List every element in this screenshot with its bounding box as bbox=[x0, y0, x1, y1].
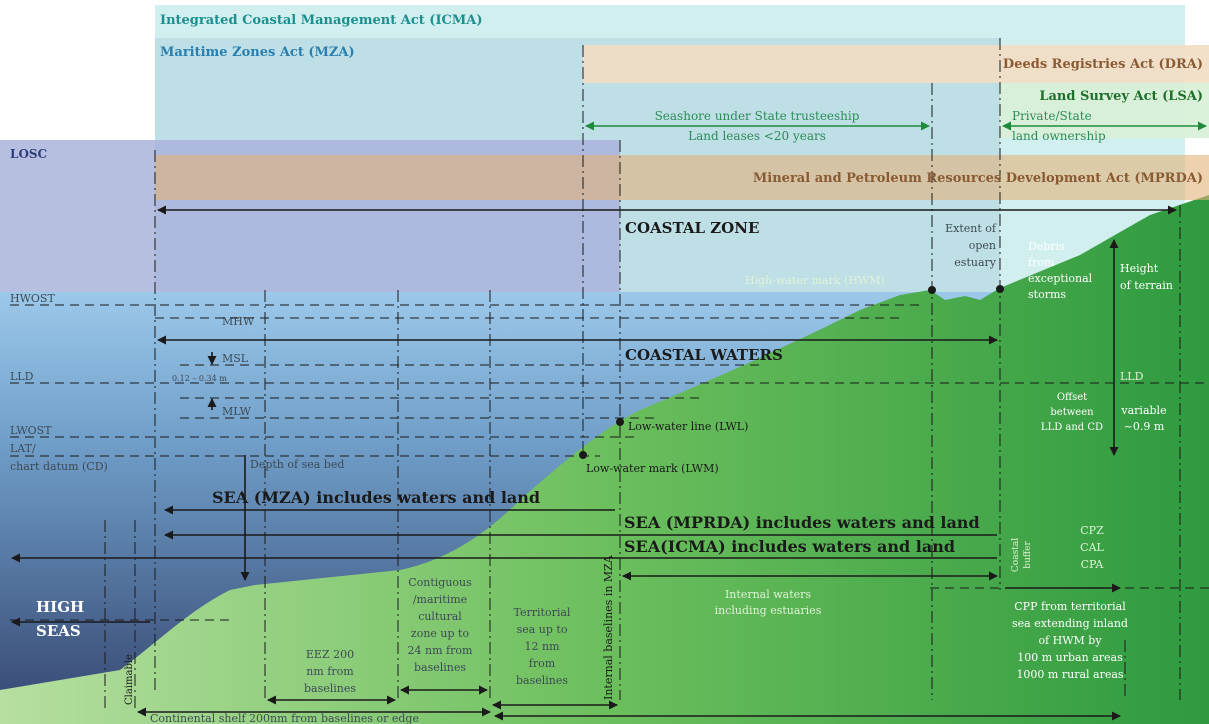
internal-baselines-label: Internal baselines in MZA bbox=[602, 554, 615, 700]
variable-line: ~0.9 m bbox=[1124, 420, 1165, 433]
mprda-band bbox=[155, 155, 1209, 200]
offset-line: LLD and CD bbox=[1041, 422, 1103, 433]
high-seas-line2: SEAS bbox=[36, 622, 81, 640]
mlw-label: MLW bbox=[222, 405, 252, 418]
msl-range-label: 0.12 – 0.34 m bbox=[172, 374, 227, 383]
debris-line: exceptional bbox=[1028, 272, 1093, 285]
internal_waters-line: Internal waters bbox=[725, 588, 811, 601]
debris-line: from bbox=[1028, 256, 1055, 269]
eez-line: baselines bbox=[304, 682, 356, 695]
territorial-line: from bbox=[529, 657, 556, 670]
lwm-dot bbox=[579, 451, 587, 459]
territorial-line: Territorial bbox=[514, 606, 571, 619]
cpp-line: 1000 m rural areas bbox=[1016, 668, 1123, 681]
coastal_buffer-line: Coastal bbox=[1011, 538, 1021, 572]
cpp-line: 100 m urban areas bbox=[1017, 651, 1123, 664]
lwl-dot bbox=[616, 418, 624, 426]
sea-icma-label: SEA(ICMA) includes waters and land bbox=[624, 537, 955, 556]
land-profile bbox=[0, 195, 1209, 724]
depth-label: Depth of sea bed bbox=[250, 458, 344, 471]
contiguous-line: Contiguous bbox=[408, 576, 472, 589]
cpz-line: CPZ bbox=[1080, 524, 1104, 537]
eez-line: nm from bbox=[306, 665, 354, 678]
offset-line: between bbox=[1050, 407, 1094, 418]
mhw-label: MHW bbox=[222, 315, 255, 328]
lld-label: LLD bbox=[10, 370, 34, 383]
estuary-line: Extent of bbox=[945, 222, 997, 235]
lld-right-label: LLD bbox=[1120, 370, 1144, 383]
high-seas-line1: HIGH bbox=[36, 598, 84, 616]
debris-text: Debris from exceptional storms bbox=[1028, 240, 1093, 301]
variable-line: variable bbox=[1120, 404, 1166, 417]
water-level-lines bbox=[10, 304, 1209, 621]
lat-label-line2: chart datum (CD) bbox=[10, 460, 108, 473]
cpz-line: CPA bbox=[1081, 558, 1105, 571]
mprda-label: Mineral and Petroleum Resources Developm… bbox=[753, 171, 1203, 186]
lwl-label: Low-water line (LWL) bbox=[628, 420, 748, 433]
sea-mprda-label: SEA (MPRDA) includes waters and land bbox=[624, 513, 980, 532]
estuary-line: estuary bbox=[954, 256, 996, 269]
losc-label: LOSC bbox=[10, 147, 47, 161]
cpz-text: CPZ CAL CPA bbox=[1080, 524, 1104, 571]
eez-line: EEZ 200 bbox=[306, 648, 354, 661]
lsa-label: Land Survey Act (LSA) bbox=[1039, 89, 1203, 104]
cpp-line: CPP from territorial bbox=[1014, 600, 1126, 613]
private-line2: land ownership bbox=[1012, 129, 1106, 143]
claimable-label: Claimable bbox=[124, 654, 135, 705]
cpp-text: CPP from territorial sea extending inland… bbox=[1012, 600, 1128, 681]
variable-text: variable ~0.9 m bbox=[1120, 404, 1166, 433]
eez-text: EEZ 200 nm from baselines bbox=[304, 648, 356, 695]
dra-label: Deeds Registries Act (DRA) bbox=[1003, 57, 1203, 72]
contiguous-line: 24 nm from bbox=[408, 644, 473, 657]
coastal-waters-label: COASTAL WATERS bbox=[625, 346, 783, 364]
contiguous-line: cultural bbox=[418, 610, 462, 623]
cpz-line: CAL bbox=[1080, 541, 1104, 554]
height-line: Height bbox=[1120, 262, 1159, 275]
coastal_buffer-line: buffer bbox=[1023, 541, 1033, 569]
private-line1: Private/State bbox=[1012, 109, 1092, 123]
boundary-lines bbox=[104, 38, 1181, 710]
contiguous-line: baselines bbox=[414, 661, 466, 674]
height-text: Height of terrain bbox=[1120, 262, 1173, 292]
coastal-zone-label: COASTAL ZONE bbox=[625, 219, 759, 237]
height-line: of terrain bbox=[1120, 279, 1173, 292]
continental-shelf-label: Continental shelf 200nm from baselines o… bbox=[150, 712, 419, 724]
debris-line: Debris bbox=[1028, 240, 1065, 253]
mza-label: Maritime Zones Act (MZA) bbox=[160, 45, 355, 60]
lwost-label: LWOST bbox=[10, 424, 52, 437]
estuary-line: open bbox=[969, 239, 996, 252]
cpp-line: of HWM by bbox=[1038, 634, 1102, 647]
hwost-label: HWOST bbox=[10, 292, 55, 305]
seashore-line1: Seashore under State trusteeship bbox=[655, 109, 860, 123]
extent-arrows bbox=[11, 205, 1177, 721]
contiguous-text: Contiguous/maritime cultural zone up to 24 … bbox=[408, 576, 473, 674]
lwm-label: Low-water mark (LWM) bbox=[586, 462, 719, 475]
territorial-line: baselines bbox=[516, 674, 568, 687]
hwm-label: High-water mark (HWM) bbox=[745, 274, 885, 287]
contiguous-line: zone up to bbox=[411, 627, 470, 640]
offset-line: Offset bbox=[1057, 392, 1087, 403]
hwm-dot bbox=[928, 286, 936, 294]
internal-waters-text: Internal waters including estuaries bbox=[715, 588, 822, 617]
estuary-dot bbox=[996, 285, 1004, 293]
internal_waters-line: including estuaries bbox=[715, 604, 822, 617]
contiguous-line: /maritime bbox=[413, 593, 467, 606]
cpp-line: sea extending inland bbox=[1012, 617, 1128, 630]
dra-band bbox=[583, 45, 1209, 83]
debris-line: storms bbox=[1028, 288, 1066, 301]
sea-mza-label: SEA (MZA) includes waters and land bbox=[212, 488, 540, 507]
territorial-line: 12 nm bbox=[524, 640, 560, 653]
lat-label-line1: LAT/ bbox=[10, 442, 36, 455]
seashore-line2: Land leases <20 years bbox=[688, 129, 826, 143]
icma-label: Integrated Coastal Management Act (ICMA) bbox=[160, 13, 483, 28]
territorial-text: Territorial sea up to 12 nm from baselines bbox=[514, 606, 571, 687]
estuary-text: Extent of open estuary bbox=[945, 222, 997, 269]
msl-label: MSL bbox=[222, 352, 249, 365]
territorial-line: sea up to bbox=[517, 623, 568, 636]
